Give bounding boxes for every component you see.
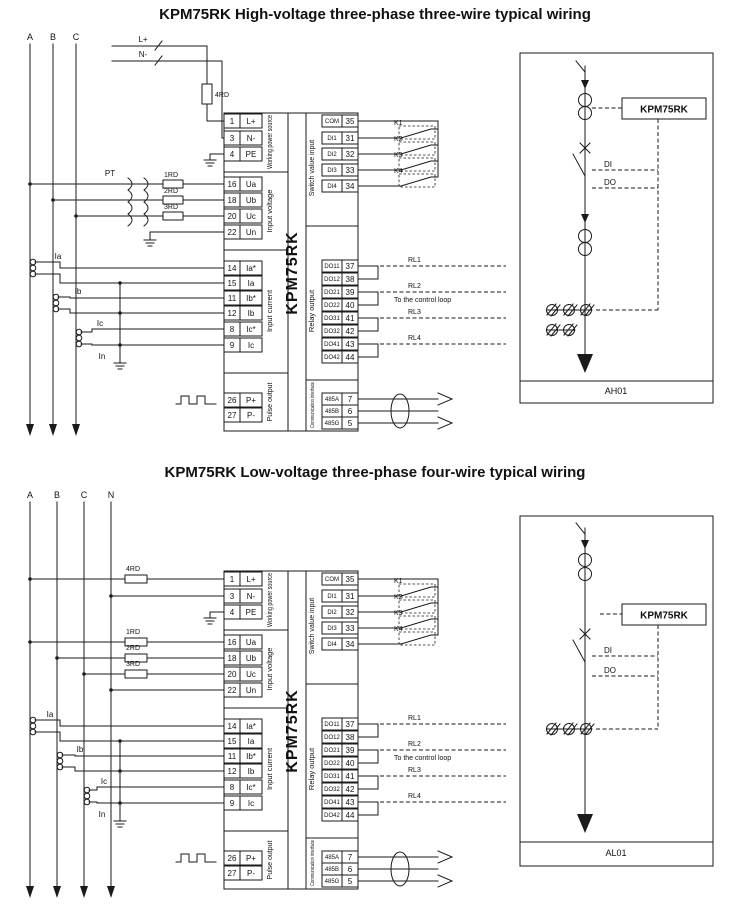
single-line-diagram-low: AL01 KPM75RK DI DO [519, 515, 714, 867]
ic-label: Ic [97, 319, 103, 328]
single-line-diagram-high: AH01 KPM75RK DI DO [519, 52, 714, 404]
load-arrow-icon [577, 814, 593, 833]
sld-do-label: DO [604, 666, 616, 675]
phase-lines: A B C [26, 32, 80, 436]
phase-label-b: B [50, 32, 56, 42]
feeder-wiring: 4RD 1RD 2RD 3RD [28, 566, 225, 692]
fuse-3rd-label: 3RD [126, 661, 140, 668]
ib-label: Ib [77, 745, 84, 754]
in-label: In [99, 810, 106, 819]
fuse-1rd [162, 179, 184, 189]
fuse-1rd-label: 1RD [164, 172, 178, 179]
ia-label: Ia [55, 252, 62, 261]
fuse-4rd [124, 574, 148, 584]
fuse-1rd [124, 637, 148, 647]
ct-common-ground [113, 820, 127, 828]
load-arrow-icon [577, 354, 593, 373]
supply-n-label: N- [139, 50, 148, 59]
fuse-2rd-label: 2RD [126, 645, 140, 652]
sld-id-label: AL01 [605, 848, 626, 858]
sld-frame [519, 515, 714, 867]
fuse-2rd [162, 195, 184, 205]
pt-ground [143, 239, 157, 247]
phase-label-b: B [54, 490, 60, 500]
high-voltage-title: KPM75RK High-voltage three-phase three-w… [159, 6, 591, 23]
sld-id-label: AH01 [605, 386, 628, 396]
phase-label-c: C [73, 32, 80, 42]
sld-device-label: KPM75RK [640, 105, 689, 116]
phase-label-a: A [27, 490, 33, 500]
sld-di-label: DI [604, 160, 612, 169]
ct-wiring: Ia Ib Ic In [29, 710, 225, 828]
fuse-3rd [124, 669, 148, 679]
pt-voltage-wiring: PT 1RD 2RD 3RD [28, 169, 225, 247]
phase-label-n: N [108, 490, 115, 500]
fuse-3rd [162, 211, 184, 221]
fuse-2rd-label: 2RD [164, 188, 178, 195]
in-label: In [99, 352, 106, 361]
fuse-1rd-label: 1RD [126, 629, 140, 636]
feed-arrow-icon [581, 540, 589, 549]
ib-label: Ib [75, 287, 82, 296]
fuse-4rd-label: 4RD [126, 566, 140, 573]
supply-wiring: L+ N- 4RD [111, 35, 229, 139]
phase-label-a: A [27, 32, 33, 42]
sld-device-label: KPM75RK [640, 611, 689, 622]
sld-ct-icons [546, 722, 595, 736]
sld-di-label: DI [604, 646, 612, 655]
ct-common-ground [113, 362, 127, 370]
ia-label: Ia [47, 710, 54, 719]
pt-winding-icon [143, 177, 149, 227]
terminal-block [176, 571, 506, 889]
pt-label: PT [105, 169, 115, 178]
phase-lines: A B C N [26, 490, 115, 898]
ct-wiring: Ia Ib Ic In [29, 252, 225, 370]
sld-ct-icons [546, 303, 595, 337]
high-voltage-diagram: A B C L+ N- 4RD PT 1RD 2RD 3RD Ia [26, 32, 714, 436]
ic-label: Ic [101, 777, 107, 786]
fuse-2rd [124, 653, 148, 663]
supply-l-label: L+ [138, 35, 147, 44]
fuse-3rd-label: 3RD [164, 204, 178, 211]
phase-label-c: C [81, 490, 88, 500]
fuse-4rd [201, 83, 213, 105]
terminal-block [176, 113, 506, 431]
low-voltage-diagram: A B C N 4RD 1RD 2RD 3RD Ia Ib Ic In [26, 490, 714, 898]
low-voltage-title: KPM75RK Low-voltage three-phase four-wir… [164, 464, 586, 481]
feed-arrow-icon [581, 80, 589, 89]
pt-winding-icon [127, 177, 133, 227]
sld-do-label: DO [604, 178, 616, 187]
feed-arrow-icon [581, 214, 589, 223]
